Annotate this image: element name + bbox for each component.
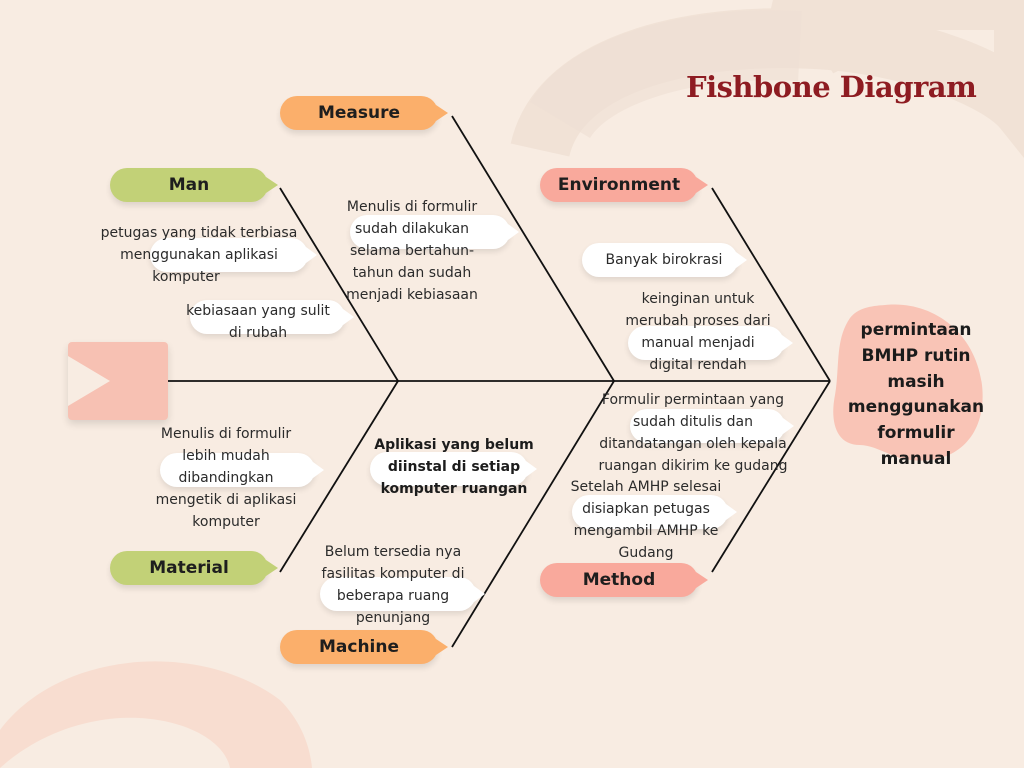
cause-method-1: Formulir permintaan yang sudah ditulis d… bbox=[592, 389, 794, 477]
problem-statement: permintaan BMHP rutin masih menggunakan … bbox=[844, 318, 988, 473]
cause-environment-2: keinginan untuk merubah proses dari manu… bbox=[612, 288, 784, 376]
cause-line: komputer bbox=[86, 266, 312, 288]
cause-line: beberapa ruang bbox=[306, 585, 480, 607]
cause-line: Formulir permintaan yang bbox=[592, 389, 794, 411]
problem-line: menggunakan bbox=[844, 395, 988, 421]
cause-line: sudah ditulis dan bbox=[592, 411, 794, 433]
cause-line: mengetik di aplikasi bbox=[144, 489, 308, 511]
cause-line: selama bertahun- bbox=[332, 240, 492, 262]
cause-line: fasilitas komputer di bbox=[306, 563, 480, 585]
cause-line: Setelah AMHP selesai bbox=[560, 476, 732, 498]
cause-line: kebiasaan yang sulit bbox=[172, 300, 344, 322]
cause-line: Banyak birokrasi bbox=[588, 249, 740, 271]
cause-line: ruangan dikirim ke gudang bbox=[592, 455, 794, 477]
cause-line: sudah dilakukan bbox=[332, 218, 492, 240]
cause-material-1: Menulis di formulir lebih mudah dibandin… bbox=[144, 423, 308, 533]
category-method: Method bbox=[540, 563, 698, 597]
cause-line: merubah proses dari bbox=[612, 310, 784, 332]
problem-line: manual bbox=[844, 447, 988, 473]
cause-line: manual menjadi bbox=[612, 332, 784, 354]
cause-line: Gudang bbox=[560, 542, 732, 564]
cause-line: dibandingkan bbox=[144, 467, 308, 489]
cause-man-1: petugas yang tidak terbiasa menggunakan … bbox=[86, 222, 312, 288]
problem-line: permintaan bbox=[844, 318, 988, 344]
category-measure-label: Measure bbox=[318, 103, 400, 123]
cause-line: Aplikasi yang belum bbox=[368, 434, 540, 456]
category-machine: Machine bbox=[280, 630, 438, 664]
cause-line: menggunakan aplikasi bbox=[86, 244, 312, 266]
category-machine-pointer bbox=[436, 639, 448, 655]
cause-line: di rubah bbox=[172, 322, 344, 344]
cause-line: Menulis di formulir bbox=[332, 196, 492, 218]
category-material-pointer bbox=[266, 560, 278, 576]
cause-line: Menulis di formulir bbox=[144, 423, 308, 445]
cause-line: menjadi kebiasaan bbox=[332, 284, 492, 306]
cause-line: komputer ruangan bbox=[368, 478, 540, 500]
cause-line: ditandatangan oleh kepala bbox=[592, 433, 794, 455]
category-material: Material bbox=[110, 551, 268, 585]
cause-line: tahun dan sudah bbox=[332, 262, 492, 284]
category-measure: Measure bbox=[280, 96, 438, 130]
cause-line: disiapkan petugas bbox=[560, 498, 732, 520]
cause-line: petugas yang tidak terbiasa bbox=[86, 222, 312, 244]
category-measure-pointer bbox=[436, 105, 448, 121]
cause-line: komputer bbox=[144, 511, 308, 533]
problem-line: masih bbox=[844, 370, 988, 396]
category-environment: Environment bbox=[540, 168, 698, 202]
cause-line: mengambil AMHP ke bbox=[560, 520, 732, 542]
category-environment-pointer bbox=[696, 177, 708, 193]
cause-line: diinstal di setiap bbox=[368, 456, 540, 478]
category-man-label: Man bbox=[169, 175, 210, 195]
category-machine-label: Machine bbox=[319, 637, 399, 657]
diagram-title: Fishbone Diagram bbox=[686, 70, 976, 104]
cause-measure-1: Menulis di formulir sudah dilakukan sela… bbox=[332, 196, 492, 306]
cause-machine-2: Belum tersedia nya fasilitas komputer di… bbox=[306, 541, 480, 629]
cause-line: lebih mudah bbox=[144, 445, 308, 467]
cause-environment-1: Banyak birokrasi bbox=[588, 249, 740, 271]
cause-man-2: kebiasaan yang sulit di rubah bbox=[172, 300, 344, 344]
cause-line: keinginan untuk bbox=[612, 288, 784, 310]
cause-method-2: Setelah AMHP selesai disiapkan petugas m… bbox=[560, 476, 732, 564]
problem-line: BMHP rutin bbox=[844, 344, 988, 370]
category-method-label: Method bbox=[583, 570, 656, 590]
category-man: Man bbox=[110, 168, 268, 202]
cause-machine-1: Aplikasi yang belum diinstal di setiap k… bbox=[368, 434, 540, 500]
category-method-pointer bbox=[696, 572, 708, 588]
category-environment-label: Environment bbox=[558, 175, 680, 195]
cause-line: digital rendah bbox=[612, 354, 784, 376]
category-material-label: Material bbox=[149, 558, 229, 578]
cause-line: Belum tersedia nya bbox=[306, 541, 480, 563]
problem-line: formulir bbox=[844, 421, 988, 447]
category-man-pointer bbox=[266, 177, 278, 193]
cause-line: penunjang bbox=[306, 607, 480, 629]
